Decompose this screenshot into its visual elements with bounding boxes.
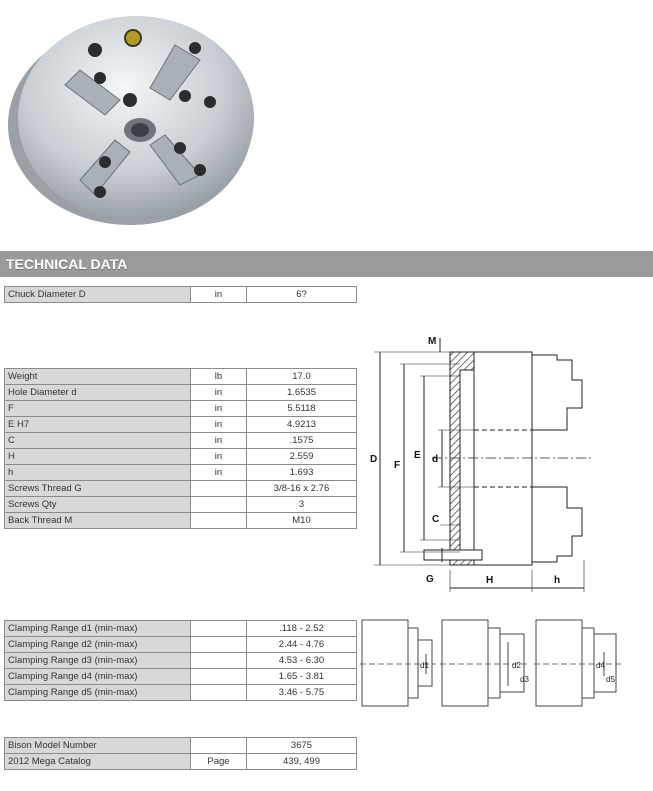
spec-label: H [4,448,191,465]
spec-label: 2012 Mega Catalog [4,753,191,770]
table-row: Chuck Diameter D in 6? [4,286,357,303]
spec-value: 3 [246,496,357,513]
spec-label: Chuck Diameter D [4,286,191,303]
spec-unit [190,652,247,669]
spec-label: Back Thread M [4,512,191,529]
label-d4: d4 [596,661,605,670]
label-d1: d1 [420,661,429,670]
table-row: Clamping Range d3 (min-max) 4.53 - 6.30 [4,652,357,669]
table-row: Clamping Range d1 (min-max) .118 - 2.52 [4,620,357,637]
spec-value: 1.693 [246,464,357,481]
label-F: F [394,460,400,471]
table-row: Clamping Range d4 (min-max) 1.65 - 3.81 [4,668,357,685]
spec-label: Clamping Range d5 (min-max) [4,684,191,701]
spec-unit [190,620,247,637]
spec-unit [190,480,247,497]
spec-unit [190,668,247,685]
spec-unit [190,636,247,653]
chuck-section-drawing: D F E d C M G H h [370,336,592,592]
table-row: Clamping Range d5 (min-max) 3.46 - 5.75 [4,684,357,701]
spec-label: Hole Diameter d [4,384,191,401]
spec-label: F [4,400,191,417]
label-M: M [428,336,436,347]
spec-label: Screws Thread G [4,480,191,497]
table-row: Screws Qty 3 [4,496,357,513]
spec-label: Clamping Range d2 (min-max) [4,636,191,653]
spec-value: 1.65 - 3.81 [246,668,357,685]
table-row: Clamping Range d2 (min-max) 2.44 - 4.76 [4,636,357,653]
spec-value: M10 [246,512,357,529]
label-h: h [554,575,560,586]
spec-value: 4.53 - 6.30 [246,652,357,669]
label-G: G [426,574,434,585]
spec-value: .1575 [246,432,357,449]
spec-label: Screws Qty [4,496,191,513]
chuck-photo [8,16,254,225]
clamping-table: Clamping Range d1 (min-max) .118 - 2.52 C… [4,620,357,701]
section-title: TECHNICAL DATA [0,251,653,277]
catalog-table: Bison Model Number 3675 2012 Mega Catalog… [4,737,357,770]
label-d5: d5 [606,675,615,684]
spec-label: Clamping Range d4 (min-max) [4,668,191,685]
clamping-range-drawing: d1 d2 d3 d4 d5 [360,619,622,707]
spec-value: 3.46 - 5.75 [246,684,357,701]
spec-unit [190,512,247,529]
spec-unit: in [190,286,247,303]
label-H: H [486,575,493,586]
chuck-diameter-table: Chuck Diameter D in 6? [4,286,357,303]
label-d: d [432,454,438,465]
spec-value: 4.9213 [246,416,357,433]
spec-unit: in [190,432,247,449]
label-D: D [370,454,377,465]
spec-unit: in [190,464,247,481]
table-row: Screws Thread G 3/8-16 x 2.76 [4,480,357,497]
label-C: C [432,514,439,525]
spec-unit: in [190,448,247,465]
spec-value: 2.559 [246,448,357,465]
label-E: E [414,450,421,461]
spec-label: C [4,432,191,449]
spec-label: Bison Model Number [4,737,191,754]
spec-unit: in [190,416,247,433]
spec-unit: in [190,384,247,401]
spec-unit [190,684,247,701]
spec-unit [190,737,247,754]
spec-unit: in [190,400,247,417]
spec-value: 1.6535 [246,384,357,401]
spec-value: 6? [246,286,357,303]
spec-unit [190,496,247,513]
spec-value: 17.0 [246,368,357,385]
spec-label: E H7 [4,416,191,433]
label-d2: d2 [512,661,521,670]
spec-label: h [4,464,191,481]
spec-unit: lb [190,368,247,385]
spec-label: Clamping Range d3 (min-max) [4,652,191,669]
label-d3: d3 [520,675,529,684]
spec-value: 3675 [246,737,357,754]
spec-value: 439, 499 [246,753,357,770]
spec-label: Weight [4,368,191,385]
spec-value: 5.5118 [246,400,357,417]
spec-value: 3/8-16 x 2.76 [246,480,357,497]
spec-value: 2.44 - 4.76 [246,636,357,653]
spec-value: .118 - 2.52 [246,620,357,637]
spec-label: Clamping Range d1 (min-max) [4,620,191,637]
table-row: Back Thread M M10 [4,512,357,529]
table-row: Bison Model Number 3675 [4,737,357,754]
spec-unit: Page [190,753,247,770]
